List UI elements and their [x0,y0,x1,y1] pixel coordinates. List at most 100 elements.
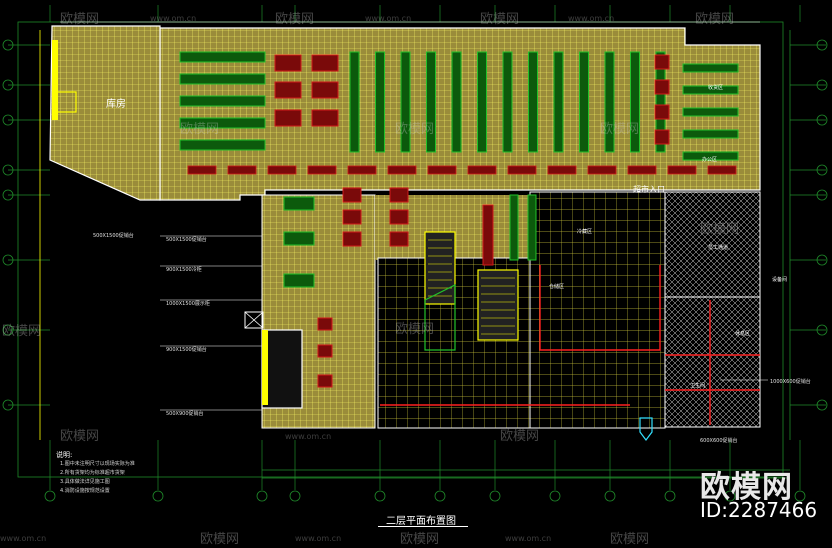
watermark-brand: 欧模网 [60,429,100,444]
axis-bubble [2,254,14,266]
room-label: 冷藏区 [577,229,593,235]
entrance-label: 超市入口 [633,185,665,194]
display-cabinet [509,194,519,261]
axis-bubble [489,490,501,502]
storage-wall-accent [52,40,58,120]
stairwell [261,329,303,409]
annotation-label: 500X900促销台 [166,411,204,417]
axis-bubble [2,399,14,411]
storage-room [49,25,161,201]
watermark-brand: 欧模网 [2,324,42,339]
axis-bubble [604,490,616,502]
shelf-rack [179,51,266,63]
annotation-label: 1000X1500展示柜 [166,301,210,307]
axis-bubble [434,490,446,502]
room-label: 设备间 [772,277,788,283]
watermark-brand: 欧模网 [400,532,440,547]
axis-bubble [289,490,301,502]
axis-bubble [724,490,736,502]
axis-bubble [2,164,14,176]
shelf-rack [682,85,739,95]
axis-bubble [2,189,14,201]
room-label: 收货区 [708,85,724,91]
watermark-brand: 欧模网 [500,429,540,444]
title-underline [378,526,468,527]
escalator [477,269,519,341]
axis-bubble [816,79,828,91]
room-label: 卫生间 [690,383,706,389]
axis-bubble [664,490,676,502]
annotation-label: 500X1500促销台 [93,233,134,239]
shelf-rack [179,95,266,107]
notes-heading: 说明: [56,451,73,459]
partition-line [539,265,661,351]
watermark-url: www.om.cn [568,14,615,23]
watermark-url: www.om.cn [0,534,47,543]
promo-table [347,165,377,175]
shelf-rack [682,151,739,161]
promo-table [317,374,333,388]
promo-table [667,165,697,175]
axis-bubble [816,399,828,411]
display-cabinet [283,196,315,211]
promo-table [342,187,362,203]
annotation-label: 900X1500促销台 [166,347,207,353]
promo-table [389,209,409,225]
axis-bubble [2,79,14,91]
shelf-rack [528,51,538,153]
room-label: 办公区 [702,157,718,163]
shelf-rack [655,51,666,153]
stair-wall-accent [262,330,268,405]
promo-table [467,165,497,175]
room-label: 员工通道 [708,245,729,251]
notes-line: 1.图中未注明尺寸以现场实际为准 [60,461,135,467]
watermark-brand: 欧模网 [610,532,650,547]
promo-table [342,209,362,225]
watermark-brand: 欧模网 [600,122,640,137]
shelf-rack [682,63,739,73]
axis-bubble [2,39,14,51]
promo-table [654,54,670,70]
axis-bubble [2,324,14,336]
promo-table [307,165,337,175]
annotation-label: 1000X600促销台 [770,379,811,385]
escalator-landing [424,284,456,351]
watermark-url: www.om.cn [365,14,412,23]
promo-table [387,165,417,175]
watermark-brand: 欧模网 [275,12,315,27]
watermark-id: ID:2287466 [700,498,818,522]
axis-bubble [2,114,14,126]
axis-bubble [816,324,828,336]
room-label: 仓储区 [549,284,565,290]
promo-table [274,81,302,99]
axis-bubble [816,254,828,266]
watermark-brand: 欧模网 [60,12,100,27]
promo-table [342,231,362,247]
watermark-brand: 欧模网 [700,222,740,237]
annotation-label: 600X600促销台 [700,438,738,444]
annotation-label: 900X1500冷柜 [166,267,202,273]
partition-line [665,300,760,425]
elevator-mark [244,311,264,329]
axis-bubble [44,490,56,502]
shelf-rack [579,51,589,153]
elevator [244,311,264,329]
promo-table [227,165,257,175]
promo-table [654,104,670,120]
shelf-rack [179,73,266,85]
promo-table [547,165,577,175]
axis-bubble [256,490,268,502]
shelf-rack [630,51,640,153]
axis-bubble [816,189,828,201]
watermark-brand: 欧模网 [480,12,520,27]
watermark-brand-large: 欧模网 [700,470,793,505]
axis-bubble [152,490,164,502]
promo-table [627,165,657,175]
coarse-area [529,191,666,429]
promo-table [389,231,409,247]
promo-table [654,79,670,95]
shelf-rack [400,51,411,153]
promo-table [427,165,457,175]
shelf-rack [426,51,436,153]
promo-table [507,165,537,175]
